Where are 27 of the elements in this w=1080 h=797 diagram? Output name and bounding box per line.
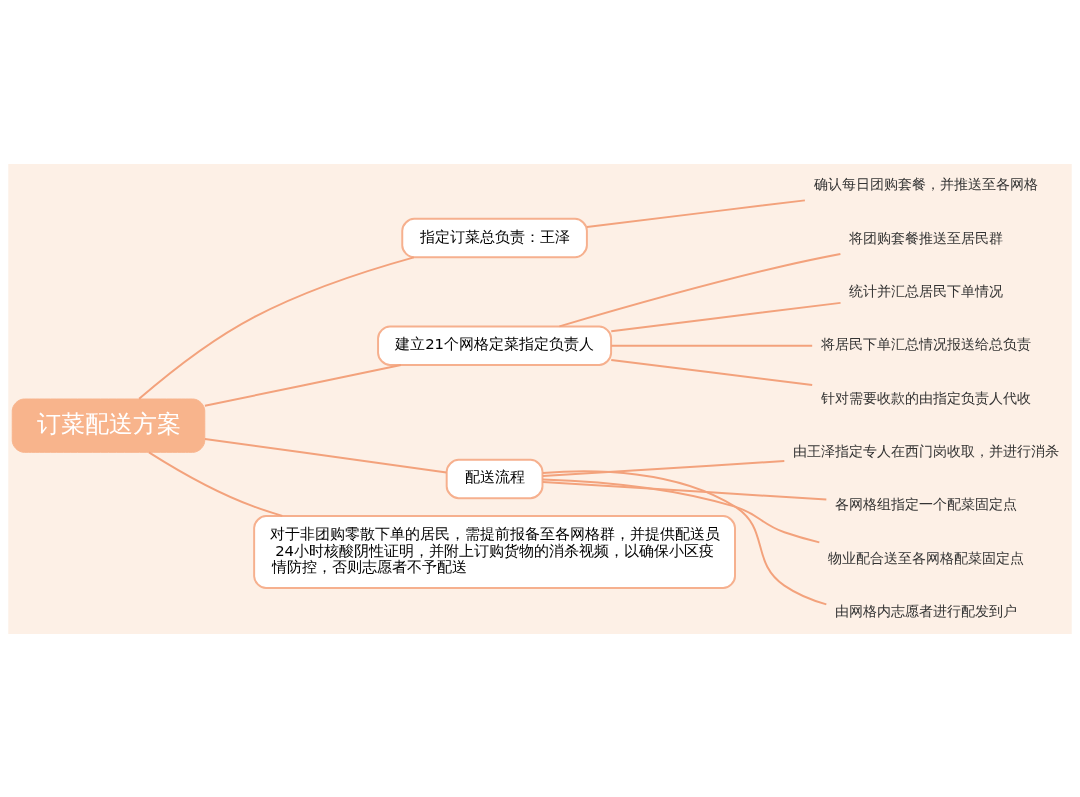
node-text: 将居民下单汇总情况报送给总负责 (821, 335, 1032, 352)
connector (610, 301, 842, 332)
node-box: 建立21个网格定菜指定负责人 (377, 324, 613, 366)
node-text: 确认每日团购套餐，并推送至各网格 (814, 175, 1039, 192)
connector (610, 358, 814, 386)
node-box: 指定订菜总负责：王泽 (401, 217, 588, 258)
node-text: 将团购套餐推送至居民群 (849, 229, 1004, 246)
connector (203, 363, 402, 407)
connector (147, 450, 284, 517)
node-text: 物业配合送至各网格配菜固定点 (828, 549, 1025, 566)
connector (541, 469, 828, 605)
connector (585, 198, 806, 228)
connector (138, 255, 415, 400)
node-box: 配送流程 (445, 458, 544, 499)
connector (541, 480, 828, 500)
connector (541, 459, 786, 477)
node-text: 由王泽指定专人在西门岗收取，并进行消杀 (793, 442, 1060, 459)
node-text: 各网格组指定一个配菜固定点 (835, 495, 1018, 512)
connector (541, 477, 821, 543)
node-text: 由网格内志愿者进行配发到户 (835, 602, 1018, 619)
connector (610, 344, 814, 347)
node-text: 统计并汇总居民下单情况 (849, 282, 1004, 299)
node-box: 订菜配送方案 (11, 398, 206, 453)
connector (558, 252, 842, 327)
node-box: 对于非团购零散下单的居民，需提前报备至各网格群，并提供配送员24小时核酸阴性证明，并附上订购货物的消杀视频，以确保小区疫情防控，否则志愿者不予配送 (253, 514, 736, 589)
node-text: 针对需要收款的由指定负责人代收 (821, 389, 1032, 406)
connector (203, 437, 448, 473)
